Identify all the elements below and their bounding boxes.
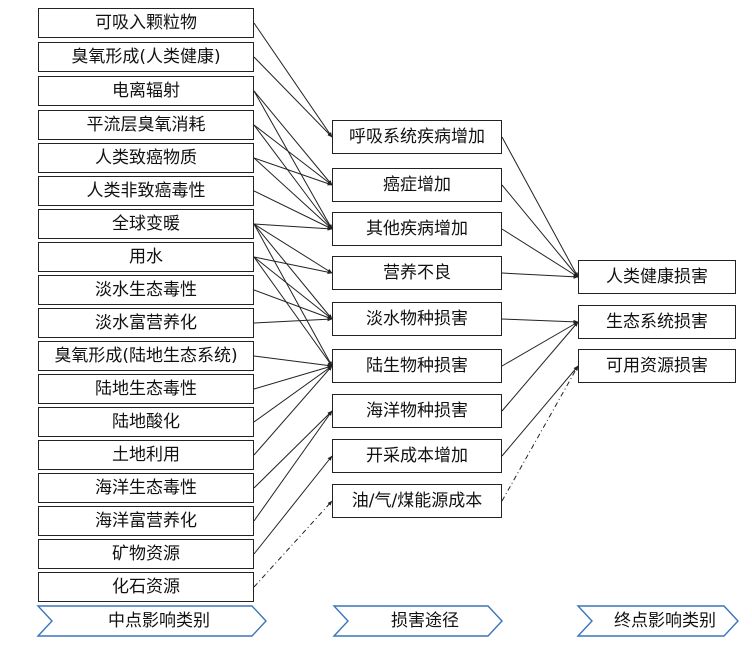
endpoint-box-2: 可用资源损害 [578,349,736,383]
link-mid-3-to-path-1 [253,124,333,186]
endpoint-box-0: 人类健康损害 [578,260,736,294]
link-mid-13-to-path-5 [253,365,333,456]
link-mid-3-to-path-2 [253,124,333,230]
midpoint-box-10: 臭氧形成(陆地生态系统) [38,341,254,371]
link-mid-6-to-path-2 [253,223,333,231]
midpoint-box-15: 海洋富营养化 [38,506,254,536]
midpoint-box-14: 海洋生态毒性 [38,473,254,503]
link-path-3-to-end-0 [501,272,579,279]
pathway-footer-label: 损害途径 [391,610,459,631]
midpoint-box-11: 陆地生态毒性 [38,374,254,404]
link-path-1-to-end-0 [501,184,579,278]
link-mid-6-to-path-5 [253,223,333,367]
link-path-8-to-end-2 [501,365,579,502]
midpoint-box-17: 化石资源 [38,572,254,602]
link-mid-1-to-path-0 [253,56,333,138]
midpoint-box-8: 淡水生态毒性 [38,275,254,305]
pathway-box-2: 其他疾病增加 [332,212,502,246]
midpoint-box-5: 人类非致癌毒性 [38,176,254,206]
link-mid-11-to-path-5 [253,365,333,390]
link-path-5-to-end-1 [501,321,579,367]
link-path-0-to-end-0 [501,136,579,278]
midpoint-box-7: 用水 [38,242,254,272]
link-mid-7-to-path-4 [253,256,333,320]
midpoint-box-6: 全球变暖 [38,209,254,239]
pathway-box-8: 油/气/煤能源成本 [332,484,502,518]
pathway-box-0: 呼吸系统疾病增加 [332,120,502,154]
link-path-6-to-end-1 [501,321,579,412]
link-mid-12-to-path-5 [253,365,333,423]
link-mid-5-to-path-2 [253,190,333,230]
link-mid-6-to-path-3 [253,223,333,274]
midpoint-box-1: 臭氧形成(人类健康) [38,42,254,72]
pathway-box-3: 营养不良 [332,256,502,290]
link-path-4-to-end-1 [501,318,579,324]
link-path-2-to-end-0 [501,228,579,278]
link-mid-15-to-path-6 [253,410,333,522]
link-mid-7-to-path-5 [253,256,333,367]
endpoint-box-1: 生态系统损害 [578,305,736,339]
pathway-box-5: 陆生物种损害 [332,349,502,383]
pathway-box-7: 开采成本增加 [332,439,502,473]
pathway-box-4: 淡水物种损害 [332,302,502,336]
link-mid-8-to-path-4 [253,289,333,320]
link-mid-16-to-path-7 [253,455,333,555]
link-mid-7-to-path-3 [253,256,333,275]
link-mid-14-to-path-6 [253,410,333,489]
link-mid-0-to-path-0 [253,22,333,138]
midpoint-footer-label: 中点影响类别 [108,610,210,631]
link-mid-4-to-path-2 [253,157,333,230]
midpoint-box-3: 平流层臭氧消耗 [38,110,254,140]
link-mid-2-to-path-1 [253,90,333,186]
link-mid-9-to-path-4 [253,317,333,324]
link-mid-17-to-path-8 [253,500,333,588]
link-mid-6-to-path-4 [253,223,333,320]
endpoint-footer-label: 终点影响类别 [614,610,716,631]
pathway-box-6: 海洋物种损害 [332,394,502,428]
midpoint-box-13: 土地利用 [38,440,254,470]
pathway-box-1: 癌症增加 [332,168,502,202]
link-mid-10-to-path-5 [253,355,333,368]
link-mid-4-to-path-1 [253,157,333,186]
midpoint-box-12: 陆地酸化 [38,407,254,437]
midpoint-box-9: 淡水富营养化 [38,308,254,338]
midpoint-box-0: 可吸入颗粒物 [38,8,254,38]
link-mid-2-to-path-2 [253,90,333,230]
link-path-7-to-end-2 [501,365,579,457]
midpoint-box-16: 矿物资源 [38,539,254,569]
midpoint-box-4: 人类致癌物质 [38,143,254,173]
midpoint-box-2: 电离辐射 [38,76,254,106]
